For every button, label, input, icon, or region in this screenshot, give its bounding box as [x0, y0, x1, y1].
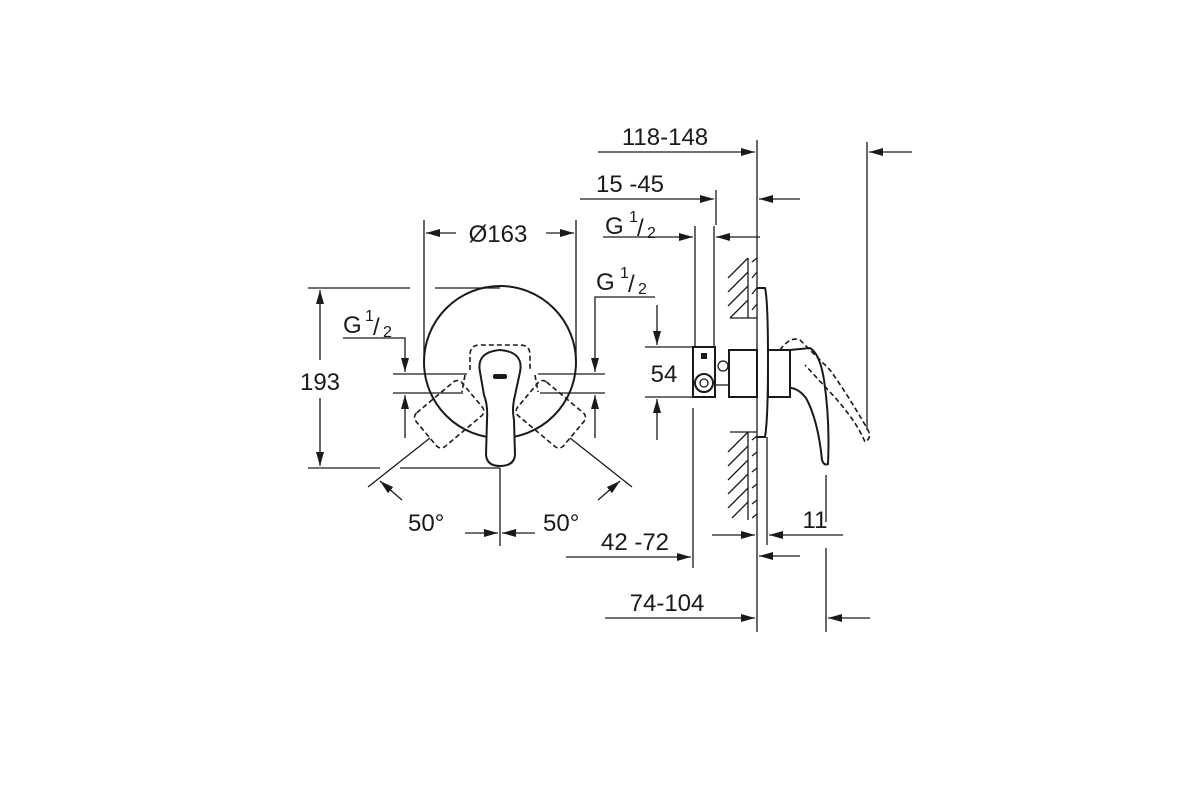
dim-height: 193 — [300, 369, 340, 396]
lever-side — [789, 346, 830, 466]
lever-handle — [478, 348, 522, 468]
dim-body-depth: 42 -72 — [601, 529, 669, 556]
svg-text:/: / — [637, 215, 644, 242]
handle-right-rotated — [515, 379, 587, 449]
cover-plate-side — [757, 287, 770, 438]
thread-label-left: G 1 / 2 — [343, 308, 392, 341]
svg-text:/: / — [373, 314, 380, 341]
svg-text:2: 2 — [383, 324, 392, 341]
handle-left-rotated — [413, 379, 485, 449]
dim-overall-depth: 118-148 — [622, 124, 708, 151]
svg-text:1: 1 — [620, 265, 629, 282]
dim-plate-thickness: 11 — [803, 507, 828, 534]
wall-hatch — [727, 257, 758, 520]
dim-install-range: 15 -45 — [596, 171, 664, 198]
front-view: 193 Ø163 G 1 / 2 G 1 / 2 — [300, 220, 655, 546]
thread-label-side: G 1 / 2 — [605, 209, 656, 242]
inlet-fitting — [694, 373, 714, 393]
indicator-slot — [493, 374, 507, 379]
valve-body — [728, 349, 758, 398]
svg-text:G: G — [343, 312, 362, 339]
angle-left: 50° — [408, 510, 444, 537]
svg-text:2: 2 — [638, 281, 647, 298]
side-view: 118-148 15 -45 G 1 / 2 54 42 -72 — [566, 124, 912, 632]
svg-text:2: 2 — [647, 225, 656, 242]
svg-text:G: G — [605, 213, 624, 240]
thread-label-right: G 1 / 2 — [596, 265, 647, 298]
dim-diameter: Ø163 — [469, 221, 528, 248]
dim-connection-height: 54 — [651, 361, 678, 388]
connector-block — [692, 346, 716, 398]
svg-text:/: / — [628, 271, 635, 298]
handle-base — [767, 349, 791, 398]
svg-text:1: 1 — [629, 209, 638, 226]
angle-right: 50° — [543, 510, 579, 537]
svg-text:G: G — [596, 269, 615, 296]
dim-handle-depth: 74-104 — [630, 590, 705, 617]
svg-text:1: 1 — [365, 308, 374, 325]
lever-side-rotated — [779, 338, 871, 444]
